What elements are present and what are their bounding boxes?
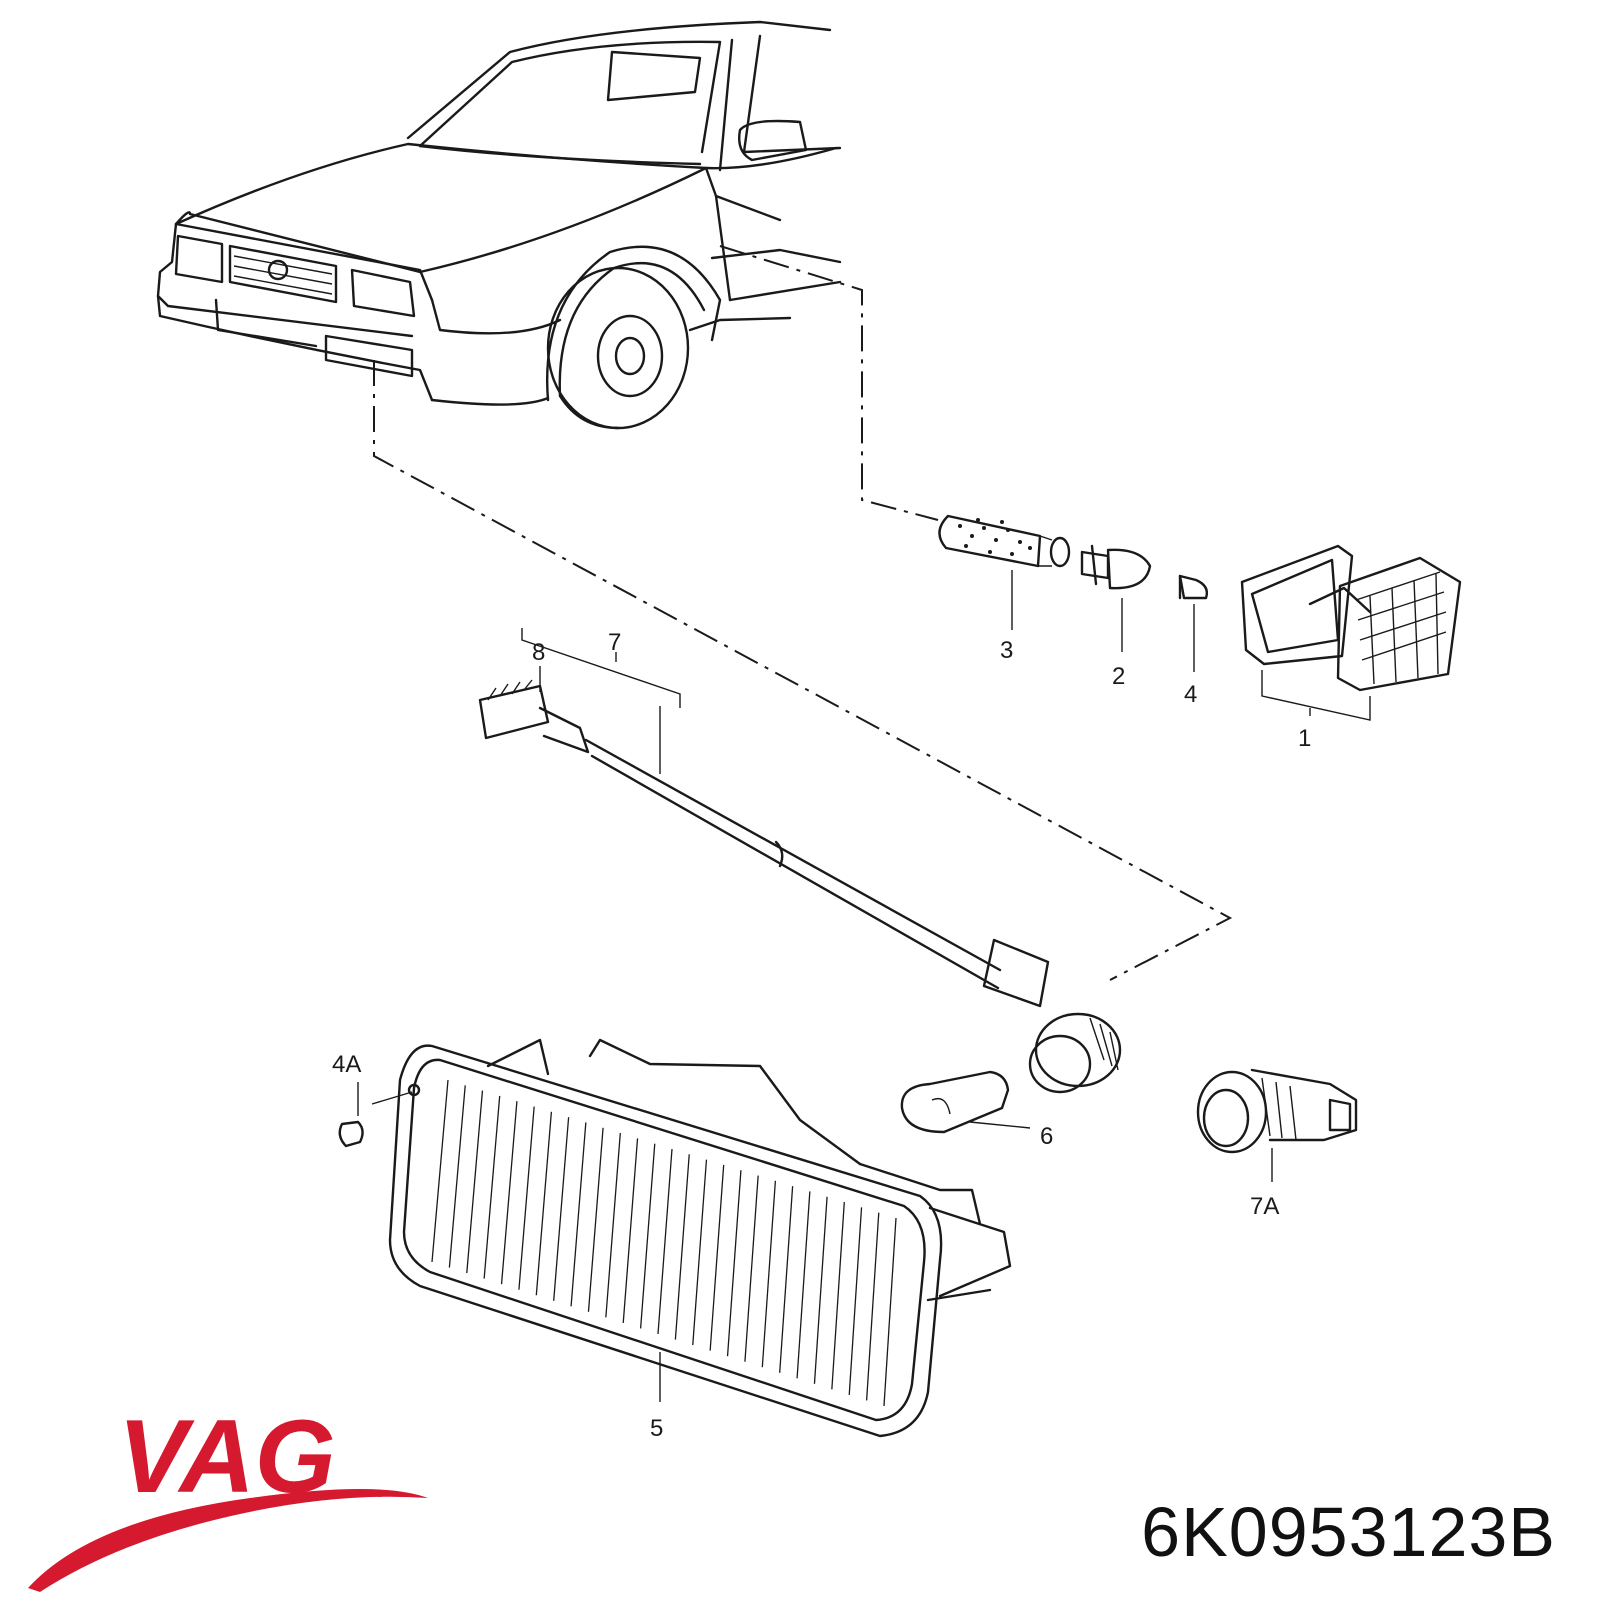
lens-rib	[500, 1101, 518, 1285]
lens-rib	[553, 1117, 570, 1301]
lens-rib	[726, 1170, 742, 1357]
callout-4: 4	[1184, 681, 1197, 708]
leader-lines	[373, 245, 1233, 981]
lens-rib	[448, 1085, 466, 1268]
lens-rib	[744, 1175, 759, 1362]
lens-rib	[431, 1079, 449, 1263]
lens-rib	[483, 1095, 501, 1279]
callout-leaders	[357, 570, 1371, 1402]
lens-rib	[587, 1127, 604, 1312]
callout-6: 6	[1040, 1123, 1053, 1150]
callout-1: 1	[1298, 725, 1311, 752]
lens-rib	[831, 1202, 845, 1390]
wiring-harness-7	[478, 679, 1122, 1094]
bulb-6	[900, 1070, 1010, 1134]
lens-rib	[674, 1154, 690, 1340]
callout-8: 8	[532, 639, 545, 666]
part-number: 6K0953123B	[1141, 1493, 1556, 1571]
lens-rib	[796, 1191, 811, 1379]
lens-ribs	[431, 1079, 897, 1407]
lens-rib	[657, 1148, 673, 1335]
lens-rib	[535, 1111, 553, 1296]
lens-rib	[639, 1143, 656, 1329]
lens-rib	[570, 1122, 587, 1307]
lens-rib	[605, 1133, 621, 1318]
lens-rib	[622, 1138, 639, 1323]
socket-7A	[1196, 1068, 1358, 1154]
lens-rib	[813, 1196, 828, 1384]
lens-rib	[848, 1207, 863, 1395]
lens-rib	[709, 1164, 725, 1351]
wedge-bulb-4	[1178, 574, 1209, 600]
callout-5: 5	[650, 1415, 663, 1442]
callout-4A: 4A	[332, 1051, 361, 1078]
callout-2: 2	[1112, 663, 1125, 690]
bulb-holder-2	[1080, 544, 1152, 590]
lens-rib	[865, 1212, 880, 1401]
logo-wordmark: VAG	[118, 1399, 336, 1515]
logo-swoosh	[28, 1489, 428, 1592]
callout-3: 3	[1000, 637, 1013, 664]
lens-rib	[883, 1217, 897, 1407]
lens-rib	[518, 1106, 535, 1290]
lens-rib	[761, 1180, 777, 1368]
vag-logo: VAG	[28, 1399, 428, 1592]
callout-7: 7	[608, 629, 621, 656]
side-marker-lamp-1	[1240, 544, 1462, 692]
lens-rib	[779, 1186, 794, 1373]
callout-labels: 3 2 4 1 8 7 4A 6 7A 5	[332, 629, 1311, 1442]
lens-rib	[466, 1090, 484, 1274]
lamp-housing-5	[388, 1038, 1012, 1438]
lens-rib	[692, 1159, 708, 1346]
callout-7A: 7A	[1250, 1193, 1279, 1220]
screw-4A	[338, 1120, 364, 1148]
car-outline	[156, 20, 842, 430]
bulb-socket-3	[938, 514, 1071, 568]
